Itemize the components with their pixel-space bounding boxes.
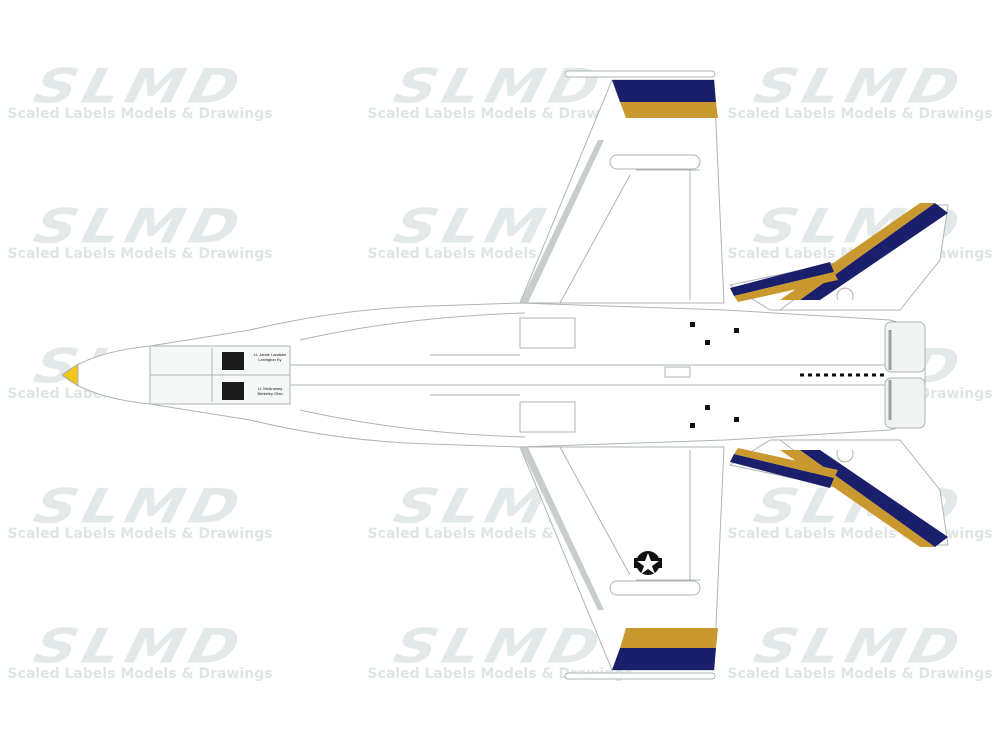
upper-pylon-store <box>609 154 701 170</box>
upper-wing-gold-stripe <box>620 102 718 118</box>
upper-stab-gold-band <box>734 272 838 302</box>
marking <box>734 328 739 333</box>
upper-wingtip-missile <box>564 70 716 78</box>
canopy-name-4: Berkeley Ohio <box>257 391 283 396</box>
upper-tail-navy-sweep <box>800 203 948 300</box>
lower-wing-fold-line <box>559 446 631 576</box>
marking <box>690 322 695 327</box>
upper-wing-leading-edge <box>520 140 604 303</box>
lower-stab-gold-band <box>734 448 838 478</box>
marking <box>734 417 739 422</box>
lower-wing-navy-stripe <box>612 648 716 670</box>
upper-stab-navy-band <box>730 262 834 296</box>
lower-lex <box>299 409 526 438</box>
lower-tail-navy-sweep <box>800 450 948 547</box>
lower-wingtip-missile <box>564 672 716 680</box>
marking <box>690 423 695 428</box>
canopy-name-2: Lexington Ky <box>258 357 281 362</box>
speedbrake <box>664 366 691 378</box>
lower-stab-navy-band <box>730 454 834 488</box>
marking <box>705 340 710 345</box>
lower-nozzle <box>884 377 926 429</box>
canopy-name-3: Lt. McAnaney <box>258 386 282 391</box>
upper-lex <box>299 312 526 341</box>
upper-tail-hook <box>836 287 854 301</box>
upper-wing-fold-line <box>559 174 631 304</box>
upper-nozzle <box>884 321 926 373</box>
nose-cone <box>61 363 79 387</box>
canopy-name-1: Lt. Jamie Landsbe <box>254 352 287 357</box>
marking <box>705 405 710 410</box>
canopy-warning-1 <box>222 352 244 370</box>
intake-upper <box>519 317 576 349</box>
lower-wing-leading-edge <box>520 447 604 610</box>
upper-wing-navy-stripe <box>612 80 716 102</box>
lower-tail-hook <box>836 449 854 463</box>
national-insignia <box>634 551 662 575</box>
lower-pylon-store <box>609 580 701 596</box>
lower-wing-gold-stripe <box>620 628 718 648</box>
canopy-warning-2 <box>222 382 244 400</box>
intake-lower <box>519 401 576 433</box>
